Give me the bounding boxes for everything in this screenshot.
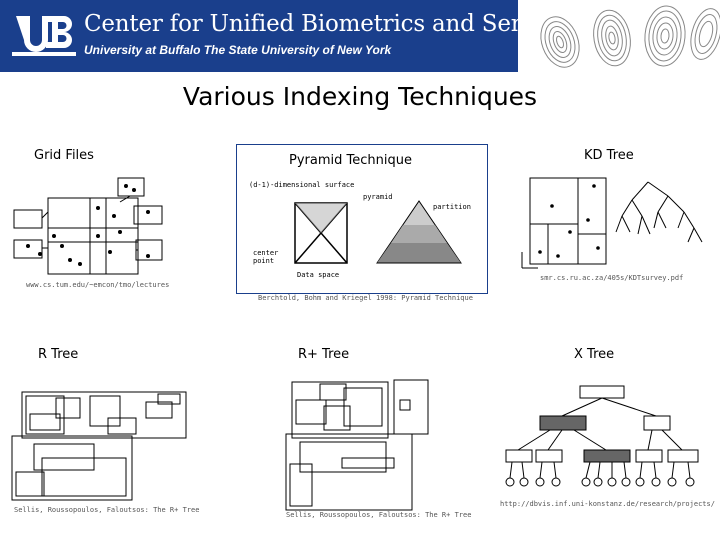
partition-annotation: partition bbox=[433, 203, 471, 211]
ub-logo bbox=[12, 12, 76, 60]
kd-tree-label: KD Tree bbox=[584, 148, 634, 163]
x-tree-label: X Tree bbox=[574, 347, 614, 362]
data-space-annotation: Data space bbox=[297, 271, 339, 279]
x-tree-caption: http://dbvis.inf.uni-konstanz.de/researc… bbox=[500, 500, 715, 508]
r-plus-tree-figure bbox=[282, 378, 442, 512]
pyramid-caption: Berchtold, Bohm and Kriegel 1998: Pyrami… bbox=[258, 294, 473, 302]
r-plus-tree-label: R+ Tree bbox=[298, 347, 349, 362]
pyramid-panel: Pyramid Technique (d-1)-dimensional surf… bbox=[236, 144, 488, 294]
r-tree-figure bbox=[8, 388, 188, 502]
slide-title: Various Indexing Techniques bbox=[0, 82, 720, 111]
pyramid-label: Pyramid Technique bbox=[289, 153, 412, 168]
kd-tree-caption: smr.cs.ru.ac.za/405s/KDTsurvey.pdf bbox=[540, 274, 683, 282]
fingerprints-image bbox=[520, 0, 720, 72]
org-title: Center for Unified Biometrics and Sensor… bbox=[84, 11, 573, 37]
kd-tree-figure bbox=[518, 172, 710, 272]
org-subtitle: University at Buffalo The State Universi… bbox=[84, 43, 391, 57]
center-point-annotation: center point bbox=[253, 249, 279, 265]
x-tree-figure bbox=[500, 382, 704, 496]
r-tree-caption: Sellis, Roussopoulos, Faloutsos: The R+ … bbox=[14, 506, 199, 514]
header-banner: Center for Unified Biometrics and Sensor… bbox=[0, 0, 720, 72]
r-tree-label: R Tree bbox=[38, 347, 78, 362]
banner-blue: Center for Unified Biometrics and Sensor… bbox=[0, 0, 518, 72]
r-plus-tree-caption: Sellis, Roussopoulos, Faloutsos: The R+ … bbox=[286, 511, 471, 519]
pyramid-annotation: pyramid bbox=[363, 193, 393, 201]
grid-files-figure bbox=[10, 176, 170, 282]
grid-files-label: Grid Files bbox=[34, 148, 94, 163]
surface-annotation: (d-1)-dimensional surface bbox=[249, 181, 354, 189]
grid-files-caption: www.cs.tum.edu/~emcon/tmo/lectures bbox=[26, 281, 169, 289]
